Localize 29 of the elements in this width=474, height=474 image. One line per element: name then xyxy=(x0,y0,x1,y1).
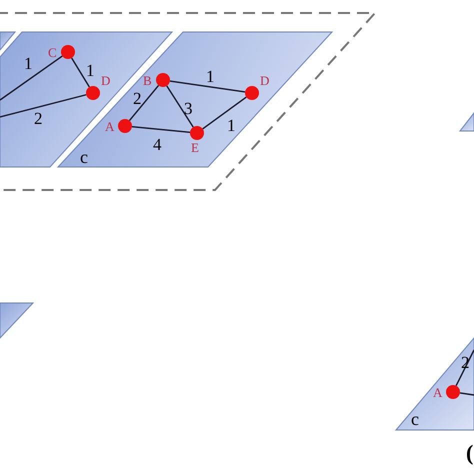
edge-weight: 1 xyxy=(206,68,214,85)
vertex-label: D xyxy=(101,74,110,87)
edge-weight: 3 xyxy=(184,100,192,117)
graph-edge xyxy=(0,94,86,118)
graph-edge xyxy=(166,86,194,128)
panel-label: ( xyxy=(466,442,474,464)
edge-weight: 4 xyxy=(153,136,162,153)
vertex-label: B xyxy=(143,74,152,87)
vertex-label: E xyxy=(191,141,199,154)
graph-edge xyxy=(202,96,247,130)
edge-weight: 2 xyxy=(34,110,42,127)
edge-weight: 1 xyxy=(86,62,94,79)
graph-edge xyxy=(460,392,474,396)
graph-edge xyxy=(456,350,474,386)
vertex-label: C xyxy=(48,46,57,59)
layer-label: c xyxy=(80,148,88,166)
vertex-label: A xyxy=(433,386,442,399)
graph-edge xyxy=(132,126,190,134)
graph-edge xyxy=(128,84,160,122)
vertex-label: D xyxy=(260,74,270,87)
edge-weight: 1 xyxy=(24,55,32,72)
edge-weight: 1 xyxy=(227,117,236,134)
graph-edge xyxy=(71,58,90,88)
edge-weight: 2 xyxy=(461,354,470,371)
graph-edge xyxy=(170,80,246,93)
edge-weight: 2 xyxy=(133,90,142,107)
vertex-label: A xyxy=(105,120,114,133)
graph-edge xyxy=(0,55,63,101)
layer-label: c xyxy=(411,410,419,428)
